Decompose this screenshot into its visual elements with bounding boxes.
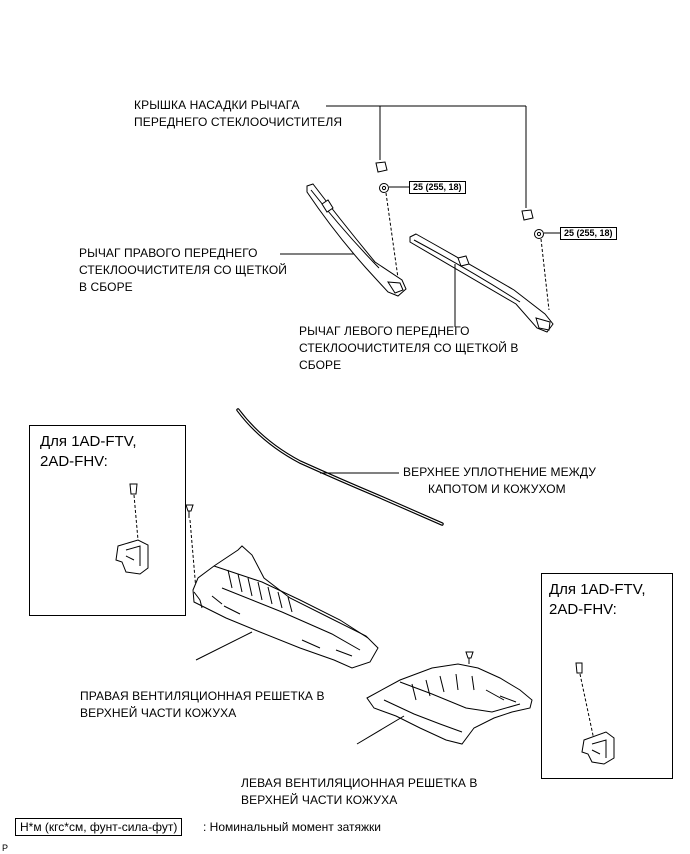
- label-seal-line2: КАПОТОМ И КОЖУХОМ: [428, 482, 566, 496]
- corner-mark: P: [2, 843, 9, 853]
- torque-right-nut: 25 (255, 18): [409, 181, 466, 194]
- label-left-louver-line2: ВЕРХНЕЙ ЧАСТИ КОЖУХА: [241, 793, 398, 807]
- engine-box-left: [29, 425, 186, 616]
- engine-box-left-line2: 2AD-FHV:: [40, 453, 108, 470]
- label-seal-line1: ВЕРХНЕЕ УПЛОТНЕНИЕ МЕЖДУ: [403, 465, 596, 479]
- left-wiper-arm: [409, 233, 554, 333]
- right-wiper-arm: [306, 183, 407, 297]
- label-right-louver-line2: ВЕРХНЕЙ ЧАСТИ КОЖУХА: [80, 706, 237, 720]
- nut-right: [379, 183, 389, 193]
- engine-box-left-line1: Для 1AD-FTV,: [40, 433, 137, 450]
- label-cap-line2: ПЕРЕДНЕГО СТЕКЛООЧИСТИТЕЛЯ: [134, 115, 343, 129]
- cap-part-right: [375, 161, 388, 173]
- label-left-arm-line3: СБОРЕ: [299, 358, 342, 372]
- label-right-arm-line3: В СБОРЕ: [79, 280, 133, 294]
- engine-box-right: [541, 573, 673, 779]
- label-left-louver-line1: ЛЕВАЯ ВЕНТИЛЯЦИОННАЯ РЕШЕТКА В: [241, 776, 478, 790]
- legend-unit-box: Н*м (кгс*см, фунт-сила-фут): [15, 818, 183, 836]
- left-cowl-louver: [366, 663, 533, 745]
- torque-left-nut: 25 (255, 18): [560, 227, 617, 240]
- label-right-arm-line1: РЫЧАГ ПРАВОГО ПЕРЕДНЕГО: [79, 246, 258, 260]
- cap-part-left: [521, 209, 534, 221]
- label-right-louver-line1: ПРАВАЯ ВЕНТИЛЯЦИОННАЯ РЕШЕТКА В: [80, 689, 325, 703]
- label-left-arm-line2: СТЕКЛООЧИСТИТЕЛЯ СО ЩЕТКОЙ В: [299, 341, 519, 355]
- engine-box-right-line2: 2AD-FHV:: [549, 601, 617, 618]
- right-cowl-louver: [192, 545, 379, 669]
- label-right-arm-line2: СТЕКЛООЧИСТИТЕЛЯ СО ЩЕТКОЙ: [79, 263, 287, 277]
- legend-description: : Номинальный момент затяжки: [203, 820, 381, 834]
- label-left-arm-line1: РЫЧАГ ЛЕВОГО ПЕРЕДНЕГО: [299, 324, 470, 338]
- label-cap-line1: КРЫШКА НАСАДКИ РЫЧАГА: [134, 98, 300, 112]
- nut-left: [534, 229, 544, 239]
- engine-box-right-line1: Для 1AD-FTV,: [549, 581, 646, 598]
